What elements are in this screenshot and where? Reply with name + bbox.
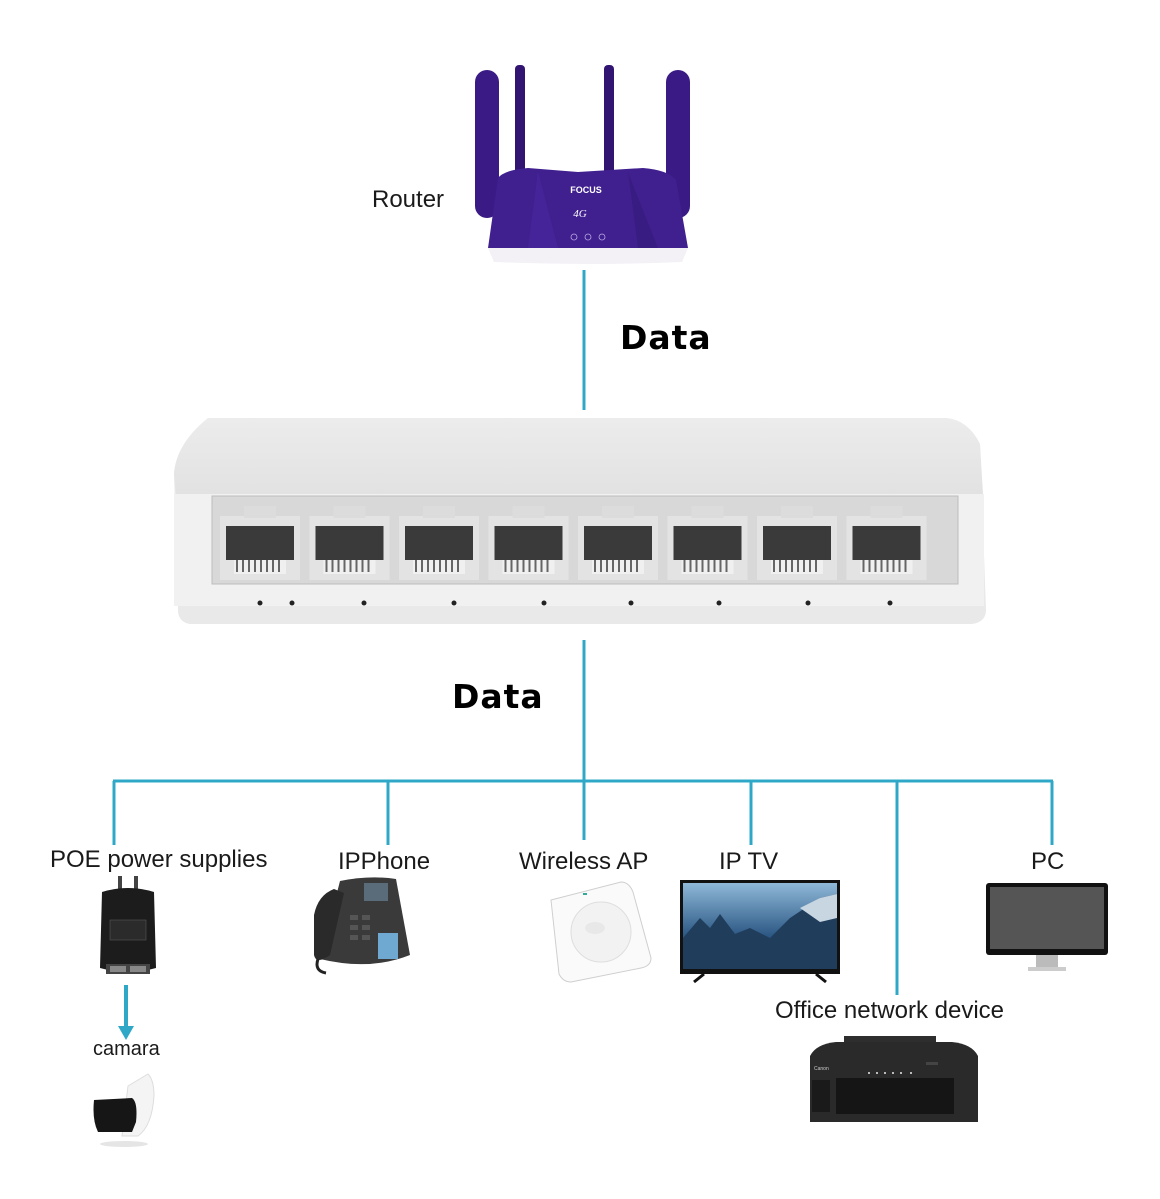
device-label-ipphone: IPPhone: [338, 848, 431, 875]
status-led: [451, 600, 457, 606]
ethernet-port: [846, 506, 927, 580]
uplink-data-label: Data: [620, 318, 712, 357]
device-label-pc: PC: [1031, 848, 1065, 875]
ip-phone-icon: [314, 877, 410, 975]
wireless-ap-icon: [550, 881, 652, 983]
downlink-data-label: Data: [452, 677, 544, 716]
ethernet-port: [399, 506, 479, 580]
poe-power-supply-icon: [100, 876, 156, 974]
camera-icon: [93, 1073, 155, 1147]
svg-text:4G: 4G: [573, 208, 587, 220]
status-led: [805, 600, 811, 606]
switch-ports: [220, 506, 927, 580]
ethernet-port: [757, 506, 837, 580]
ethernet-port: [667, 506, 748, 580]
pc-monitor-icon: [986, 883, 1108, 971]
router-brand: FOCUS: [570, 185, 602, 195]
ethernet-port: [578, 506, 658, 580]
router-icon: FOCUS 4G: [475, 65, 690, 264]
ip-tv-icon: [680, 880, 840, 984]
switch-leds: [257, 600, 893, 606]
status-led: [628, 600, 634, 606]
svg-text:Canon: Canon: [814, 1066, 829, 1072]
status-led: [887, 600, 893, 606]
device-label-office: Office network device: [775, 997, 1004, 1024]
poe-to-camera-arrowhead: [118, 1026, 134, 1040]
router-label: Router: [372, 186, 445, 213]
device-label-poe: POE power supplies: [50, 846, 268, 873]
camera-label: camara: [93, 1038, 160, 1060]
device-label-wireless-ap: Wireless AP: [519, 848, 649, 875]
status-led: [361, 600, 367, 606]
status-led: [257, 600, 263, 606]
network-switch: [174, 418, 986, 624]
status-led: [541, 600, 547, 606]
ethernet-port: [488, 506, 569, 580]
ethernet-port: [309, 506, 390, 580]
ethernet-port: [220, 506, 300, 580]
status-led: [716, 600, 722, 606]
printer-icon: Canon: [810, 1036, 978, 1122]
status-led: [289, 600, 295, 606]
device-label-iptv: IP TV: [719, 848, 779, 875]
